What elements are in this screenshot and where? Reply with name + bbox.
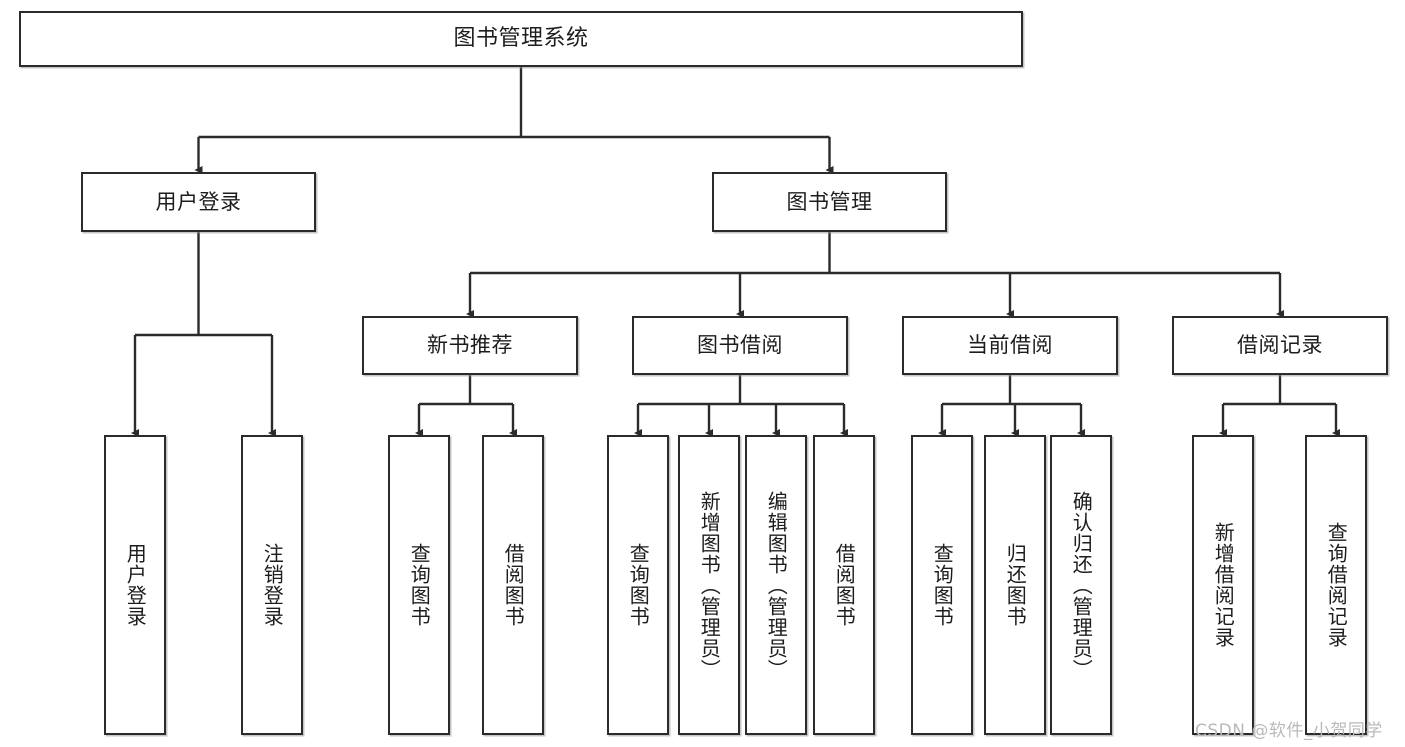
node-leaf-add-record[interactable]: 新增借阅记录 [1192,435,1254,735]
node-label: 编辑图书（管理员） [764,490,789,680]
node-root[interactable]: 图书管理系统 [19,11,1023,67]
node-borrow-record[interactable]: 借阅记录 [1172,316,1388,375]
node-label: 新增借阅记录 [1211,522,1236,648]
node-leaf-add-book[interactable]: 新增图书（管理员） [678,435,740,735]
node-label: 归还图书 [1003,543,1028,627]
node-label: 图书管理系统 [453,26,589,52]
node-leaf-borrow-book-2[interactable]: 借阅图书 [813,435,875,735]
node-label: 当前借阅 [967,333,1053,358]
node-new-book-rec[interactable]: 新书推荐 [362,316,578,375]
node-leaf-query-book-3[interactable]: 查询图书 [911,435,973,735]
node-label: 确认归还（管理员） [1069,490,1094,680]
node-leaf-user-logout[interactable]: 注销登录 [241,435,303,735]
node-label: 借阅图书 [501,543,526,627]
watermark: CSDN @软件_小贺同学 [1195,721,1383,741]
node-label: 借阅记录 [1237,333,1323,358]
node-book-borrow[interactable]: 图书借阅 [632,316,848,375]
node-label: 用户登录 [123,543,148,627]
node-leaf-query-book-1[interactable]: 查询图书 [388,435,450,735]
node-leaf-borrow-book-1[interactable]: 借阅图书 [482,435,544,735]
node-label: 图书管理 [786,189,873,214]
node-user-login[interactable]: 用户登录 [81,172,316,232]
node-label: 注销登录 [260,543,285,627]
node-leaf-edit-book[interactable]: 编辑图书（管理员） [745,435,807,735]
node-leaf-confirm-return[interactable]: 确认归还（管理员） [1050,435,1112,735]
node-label: 借阅图书 [832,543,857,627]
node-book-manage[interactable]: 图书管理 [712,172,947,232]
node-leaf-query-record[interactable]: 查询借阅记录 [1305,435,1367,735]
node-label: 查询图书 [407,543,432,627]
node-label: 图书借阅 [697,333,783,358]
node-current-borrow[interactable]: 当前借阅 [902,316,1118,375]
node-label: 用户登录 [155,189,242,214]
node-label: 新增图书（管理员） [697,490,722,680]
node-label: 查询借阅记录 [1324,522,1349,648]
node-leaf-query-book-2[interactable]: 查询图书 [607,435,669,735]
node-label: 新书推荐 [427,333,513,358]
node-label: 查询图书 [930,543,955,627]
node-leaf-user-login[interactable]: 用户登录 [104,435,166,735]
node-label: 查询图书 [626,543,651,627]
node-leaf-return-book[interactable]: 归还图书 [984,435,1046,735]
